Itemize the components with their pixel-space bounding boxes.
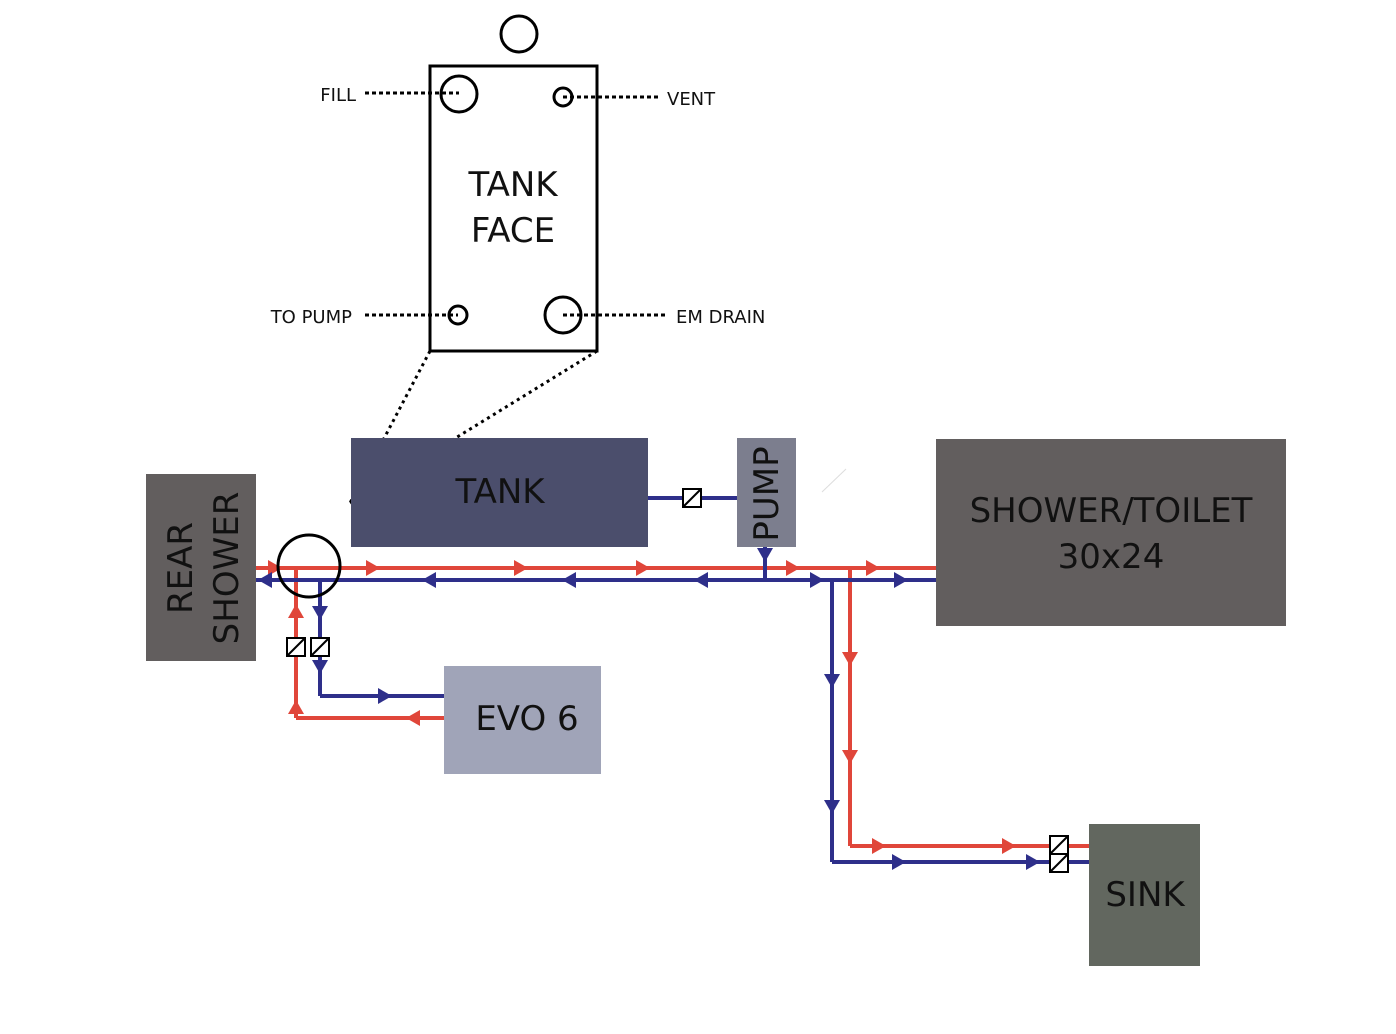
cold-arrow — [694, 572, 708, 588]
pump-block — [737, 438, 796, 547]
tank-pump-valve-slash — [682, 488, 702, 508]
rear-shower-label-line1: REAR — [161, 522, 201, 614]
cold-arrow — [824, 674, 840, 688]
hot-heater-valve-slash — [286, 637, 306, 657]
shower-toilet-label-line2: 30x24 — [1058, 537, 1165, 577]
hot-arrow — [842, 652, 858, 666]
hot-arrow — [406, 710, 420, 726]
cold-arrow — [824, 800, 840, 814]
callout-line-left — [348, 350, 432, 504]
shower-toilet-label-line1: SHOWER/TOILET — [970, 491, 1253, 531]
vent-label: VENT — [667, 89, 716, 110]
cold-arrow — [378, 688, 392, 704]
tank-face-top-port — [499, 14, 539, 54]
hot-arrow — [268, 560, 282, 576]
hot-arrow — [786, 560, 800, 576]
hot-arrow — [1002, 838, 1016, 854]
hot-arrow — [288, 604, 304, 618]
valves — [276, 488, 1069, 873]
sink-block — [1089, 824, 1200, 966]
hot-arrow — [872, 838, 886, 854]
cold-arrow — [757, 548, 773, 562]
tank-face-outline — [428, 64, 599, 353]
cold-arrow — [892, 854, 906, 870]
sink-label: SINK — [1105, 875, 1186, 915]
tank-face-title-line1: TANK — [467, 165, 559, 205]
em-drain-label: EM DRAIN — [676, 307, 765, 328]
hot-arrow — [842, 750, 858, 764]
cold-heater-valve-slash — [310, 637, 330, 657]
tank-face-title-line2: FACE — [471, 211, 555, 251]
hot-flow-arrows — [268, 560, 1016, 854]
tank-block — [351, 438, 648, 547]
shower-toilet-block — [936, 439, 1286, 626]
cold-arrow — [810, 572, 824, 588]
to-pump-label: TO PUMP — [270, 307, 352, 328]
cold-arrow — [1026, 854, 1040, 870]
hot-arrow — [636, 560, 650, 576]
cold-arrow — [562, 572, 576, 588]
hot-arrow — [366, 560, 380, 576]
hot-sink-valve-slash — [1049, 835, 1069, 855]
cold-arrow — [312, 606, 328, 620]
fill-port — [439, 74, 479, 114]
rear-shower-block — [146, 474, 256, 661]
heater-block — [444, 666, 601, 774]
mixing-valve-icon — [276, 533, 342, 599]
tank-face-detail: TANK FACE FILL VENT TO PUMP EM DRAIN — [270, 14, 765, 505]
fill-label: FILL — [320, 85, 356, 106]
rear-shower-label-line2: SHOWER — [207, 492, 247, 645]
stray-mark — [821, 468, 847, 493]
cold-sink-valve-slash — [1049, 853, 1069, 873]
cold-arrow — [422, 572, 436, 588]
hot-arrow — [514, 560, 528, 576]
cold-arrow — [312, 660, 328, 674]
hot-arrow — [288, 700, 304, 714]
cold-arrow — [258, 572, 272, 588]
cold-flow-arrows — [258, 548, 1040, 870]
heater-label: EVO 6 — [475, 699, 578, 739]
pump-label: PUMP — [747, 446, 787, 541]
cold-arrow — [894, 572, 908, 588]
tank-label: TANK — [454, 472, 546, 512]
hot-arrow — [866, 560, 880, 576]
component-blocks: TANK PUMP REAR SHOWER SHOWER/TOILET 30x2… — [146, 438, 1286, 966]
